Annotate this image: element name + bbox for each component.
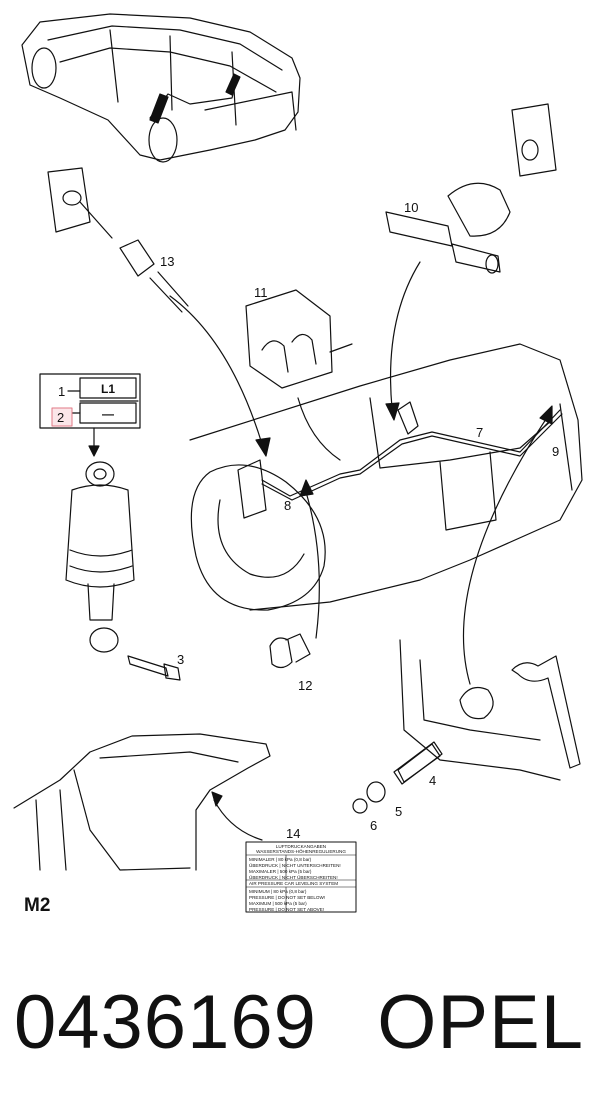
label-line-8: MINIMUM | 80 kPa (0,8 bar)	[249, 889, 307, 894]
label-line-9: PRESSURE | DO NOT SET BELOW!	[249, 895, 325, 900]
callout-1: 1	[58, 384, 65, 399]
callout-13: 13	[160, 254, 174, 269]
car-overview-drawing	[21, 13, 301, 163]
parts-diagram: LUFTDRUCKANGABEN WASSERSTANDS-HÖHENREGUL…	[13, 13, 583, 916]
callout-9: 9	[552, 444, 559, 459]
label-line-3: MINIMALER | 80 kPa (0,8 bar)	[249, 857, 312, 862]
callout-8: 8	[284, 498, 291, 513]
callout-10: 10	[404, 200, 418, 215]
callout-11: 11	[254, 285, 268, 300]
label-line-2: WASSERSTANDS-HÖHENREGULIERUNG	[256, 848, 346, 854]
rear-car-body-drawing	[189, 343, 583, 611]
legend-row-1: L1	[101, 382, 115, 396]
label-line-10: MAXIMUM | 500 kPa (5 bar)	[249, 901, 307, 906]
tailgate-drawing	[13, 733, 271, 871]
label-line-11: PRESSURE | DO NOT SET ABOVE!	[249, 907, 324, 912]
callout-5: 5	[395, 804, 402, 819]
footer: 0436169 OPEL	[0, 968, 600, 1078]
label-line-4: ÜBERDRUCK | NICHT UNTERSCHREITEN!	[249, 862, 341, 868]
label-line-7: AIR PRESSURE CAR LEVELING SYSTEM	[249, 881, 338, 886]
part-number: 0436169	[14, 980, 317, 1065]
part-13-sensor	[47, 167, 189, 313]
brand-name: OPEL	[377, 980, 584, 1065]
pressure-label-plate	[245, 841, 357, 913]
callout-12: 12	[298, 678, 312, 693]
label-line-1: LUFTDRUCKANGABEN	[276, 844, 326, 849]
legend-row-2: —	[102, 407, 114, 421]
legend-box	[39, 373, 141, 457]
part-10-t-connector	[385, 103, 557, 274]
callout-numbers: 1 2 3 4 5 6 7 8 9 10 11 12 13 14	[57, 200, 559, 841]
section-mark: M2	[24, 895, 50, 916]
callout-2: 2	[57, 410, 64, 425]
label-line-6: ÜBERDRUCK | NICHT ÜBERSCHREITEN!	[249, 874, 338, 880]
callout-4: 4	[429, 773, 436, 788]
valve-area-drawing	[397, 639, 581, 783]
callout-7: 7	[476, 425, 483, 440]
label-plate-text: LUFTDRUCKANGABEN WASSERSTANDS-HÖHENREGUL…	[249, 844, 346, 912]
part-11-clip	[245, 289, 353, 389]
callout-14: 14	[286, 826, 300, 841]
callout-6: 6	[370, 818, 377, 833]
callout-3: 3	[177, 652, 184, 667]
part-12-clip	[269, 633, 311, 669]
guide-arrows	[169, 261, 553, 685]
shock-absorber-drawing	[65, 461, 135, 653]
parts-4-5-6-valve-components	[352, 741, 443, 814]
label-line-5: MAXIMALER | 500 kPa (5 bar)	[249, 869, 312, 874]
part-3-bolt	[127, 655, 181, 681]
